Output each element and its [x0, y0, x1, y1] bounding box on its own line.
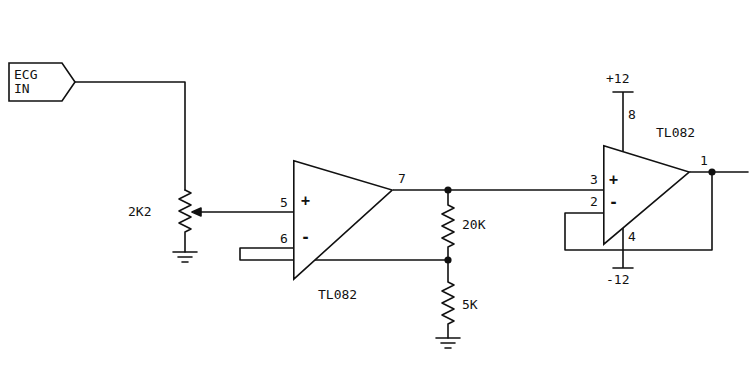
- part-number: TL082: [656, 126, 695, 140]
- resistor-symbol: [442, 260, 454, 338]
- input-connector-flag: ECG IN: [8, 62, 76, 102]
- input-polarity-sign: +: [301, 193, 310, 210]
- input-polarity-sign: -: [301, 229, 310, 246]
- triangle-outline: [293, 160, 393, 280]
- input-polarity-sign: +: [609, 172, 618, 189]
- component-value: 20K: [462, 218, 485, 232]
- potentiometer-symbol: [179, 190, 191, 252]
- pin-number: 6: [280, 232, 288, 246]
- component-value: 2K2: [128, 205, 151, 219]
- pin-number: 7: [398, 172, 406, 186]
- pin-number: 5: [280, 196, 288, 210]
- feedback-wire: [240, 248, 448, 260]
- pin-number: 2: [590, 195, 598, 209]
- junction-dot: [709, 169, 715, 175]
- pin-number: 3: [590, 173, 598, 187]
- input-wire: [72, 82, 185, 190]
- connector-label: ECG IN: [14, 68, 56, 97]
- part-number: TL082: [318, 288, 357, 302]
- signal-wire: [393, 189, 603, 191]
- input-polarity-sign: -: [609, 194, 618, 211]
- wiper-wire: [197, 211, 293, 213]
- pin-number: 8: [628, 108, 636, 122]
- junction-dot: [445, 257, 451, 263]
- output-wire: [690, 171, 748, 173]
- pin-number: 4: [628, 230, 636, 244]
- supply-voltage: -12: [606, 273, 629, 287]
- triangle-shape: [604, 146, 689, 244]
- triangle-shape: [294, 161, 392, 279]
- supply-voltage: +12: [606, 72, 629, 86]
- op-amp-symbol: +-: [293, 160, 393, 280]
- ground-symbol: [173, 252, 197, 262]
- flag-shape: [9, 63, 75, 101]
- pin-number: 1: [700, 154, 708, 168]
- component-value: 5K: [462, 298, 478, 312]
- ground-symbol: [436, 338, 460, 348]
- wiper-arrow: [192, 208, 201, 216]
- resistor-symbol: [442, 190, 454, 260]
- op-amp-symbol: +-: [603, 145, 690, 245]
